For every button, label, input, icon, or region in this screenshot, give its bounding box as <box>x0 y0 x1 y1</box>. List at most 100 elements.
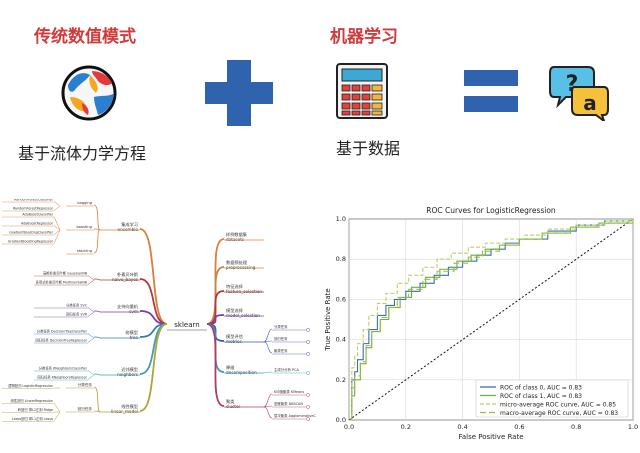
mindmap-leaf-label: 岭回归 带L2正则 Ridge <box>18 407 53 412</box>
x-tick-label: 1.0 <box>628 423 638 431</box>
mindmap-leaf-link <box>87 333 95 339</box>
mindmap-sub-link <box>93 410 101 413</box>
mindmap-leaf-label: K均值聚类 KMeans <box>274 389 304 394</box>
legend-label: ROC of class 0, AUC = 0.83 <box>500 384 582 391</box>
mindmap-leaf-dot <box>306 352 310 356</box>
mindmap-leaf-link <box>53 216 61 231</box>
roc-series-1 <box>349 219 634 421</box>
legend-label: macro-average ROC curve, AUC = 0.83 <box>500 410 618 417</box>
svg-text:a: a <box>583 91 597 115</box>
x-tick-label: 0.4 <box>457 423 467 431</box>
mindmap-sub-link <box>93 278 101 281</box>
mindmap-leaf-label: 分类任务 <box>274 324 288 329</box>
mindmap-sub-link <box>93 229 101 254</box>
mindmap-leaf-link <box>53 201 61 207</box>
mindmap-leaf-link <box>263 371 273 374</box>
legend-box <box>475 379 629 418</box>
mindmap-leaf-link <box>53 229 61 244</box>
mindmap-leaf-label: 聚类任务 <box>274 348 288 353</box>
mindmap-sub-label: stacking <box>77 249 92 253</box>
mindmap-sub-link <box>93 336 101 339</box>
mindmap-leaf-label: RandomForestClassifier <box>14 199 53 202</box>
legend-label: micro-average ROC curve, AUC = 0.85 <box>500 401 616 408</box>
y-tick-label: 0.0 <box>336 416 346 424</box>
plus-icon <box>205 60 273 126</box>
mindmap-sub-label: bagging <box>77 201 92 205</box>
mindmap-leaf-label: GradientBoostingRegressor <box>8 240 54 244</box>
mindmap-leaf-link <box>53 229 61 235</box>
mindmap-sub-link <box>93 204 101 231</box>
mindmap-leaf-dot <box>306 417 310 421</box>
mindmap-leaf-link <box>263 393 273 408</box>
x-tick-label: 0.2 <box>401 423 411 431</box>
mindmap-leaf-link <box>87 275 95 281</box>
mindmap-leaf-link <box>87 279 95 285</box>
y-tick-label: 1.0 <box>336 215 346 223</box>
y-tick-label: 0.2 <box>336 376 346 384</box>
mindmap-sub-link <box>93 310 101 313</box>
mindmap-leaf-label: 回归任务 KNeighborsRegressor <box>37 375 87 380</box>
x-tick-label: 0.8 <box>571 423 581 431</box>
mindmap-leaf-link <box>263 341 273 354</box>
roc-series-2 <box>349 219 634 421</box>
mindmap-leaf-link <box>87 311 95 317</box>
mindmap-center: sklearn <box>174 321 199 329</box>
mindmap-leaf-link <box>53 411 61 422</box>
mindmap-leaf-link <box>263 328 273 343</box>
left-caption: 基于流体力学方程 <box>18 144 147 163</box>
roc-series-3 <box>349 219 634 421</box>
mindmap-leaf-link <box>87 307 95 313</box>
mindmap-leaf-label: GradientBoostingClassifier <box>9 231 53 235</box>
mindmap-leaf-dot <box>306 340 310 344</box>
mindmap-leaf-label: RandomForestRegressor <box>13 207 54 211</box>
x-axis-label: False Positive Rate <box>458 433 523 441</box>
mindmap-leaf-label: 分类任务 KNeighborsClassifier <box>39 366 88 371</box>
roc-chart: 0.00.00.20.20.40.40.60.60.80.81.01.0ROC … <box>324 206 638 441</box>
mindmap-sub-link <box>93 373 101 376</box>
mindmap-leaf-link <box>87 374 95 380</box>
mindmap-leaf-label: 高斯朴素贝叶斯 GaussianNB <box>43 271 88 276</box>
mindmap-leaf-label: 回归任务 SVR <box>66 312 88 317</box>
y-tick-label: 0.4 <box>336 336 346 344</box>
mindmap-leaf-link <box>53 225 61 231</box>
mindmap-leaf-label: 密度聚类 DBSCAN <box>274 401 303 406</box>
mindmap-leaf-label: 线性回归 LinearRegression <box>10 398 53 403</box>
mindmap-sub-link <box>93 386 101 413</box>
chance-diagonal <box>348 218 634 421</box>
mindmap-branch-link <box>139 323 168 412</box>
mindmap-leaf-link <box>53 402 61 413</box>
mindmap-leaf-label: 主成分分析 PCA <box>274 367 299 372</box>
y-axis-label: True Positive Rate <box>324 288 332 351</box>
calculator-icon <box>336 63 388 119</box>
mindmap-branch-link <box>139 228 168 325</box>
mindmap-leaf-label: 逻辑回归 LogisticRegression <box>8 383 53 388</box>
mindmap-leaf-label: 回归任务 DecisionTreeRegressor <box>35 338 87 343</box>
x-tick-label: 0.6 <box>514 423 524 431</box>
mindmap-sub-label: 回归任务 <box>78 406 93 411</box>
x-tick-label: 0.0 <box>344 423 354 431</box>
mindmap-sub-label: boosting <box>76 225 92 229</box>
equals-icon <box>464 70 518 112</box>
y-tick-label: 0.8 <box>336 255 346 263</box>
mindmap-leaf-label: 层次聚类 AgglomerativeClustering <box>274 413 316 418</box>
globe-icon <box>61 65 117 121</box>
left-title: 传统数值模式 <box>34 27 136 47</box>
mindmap-leaf-dot <box>306 328 310 332</box>
